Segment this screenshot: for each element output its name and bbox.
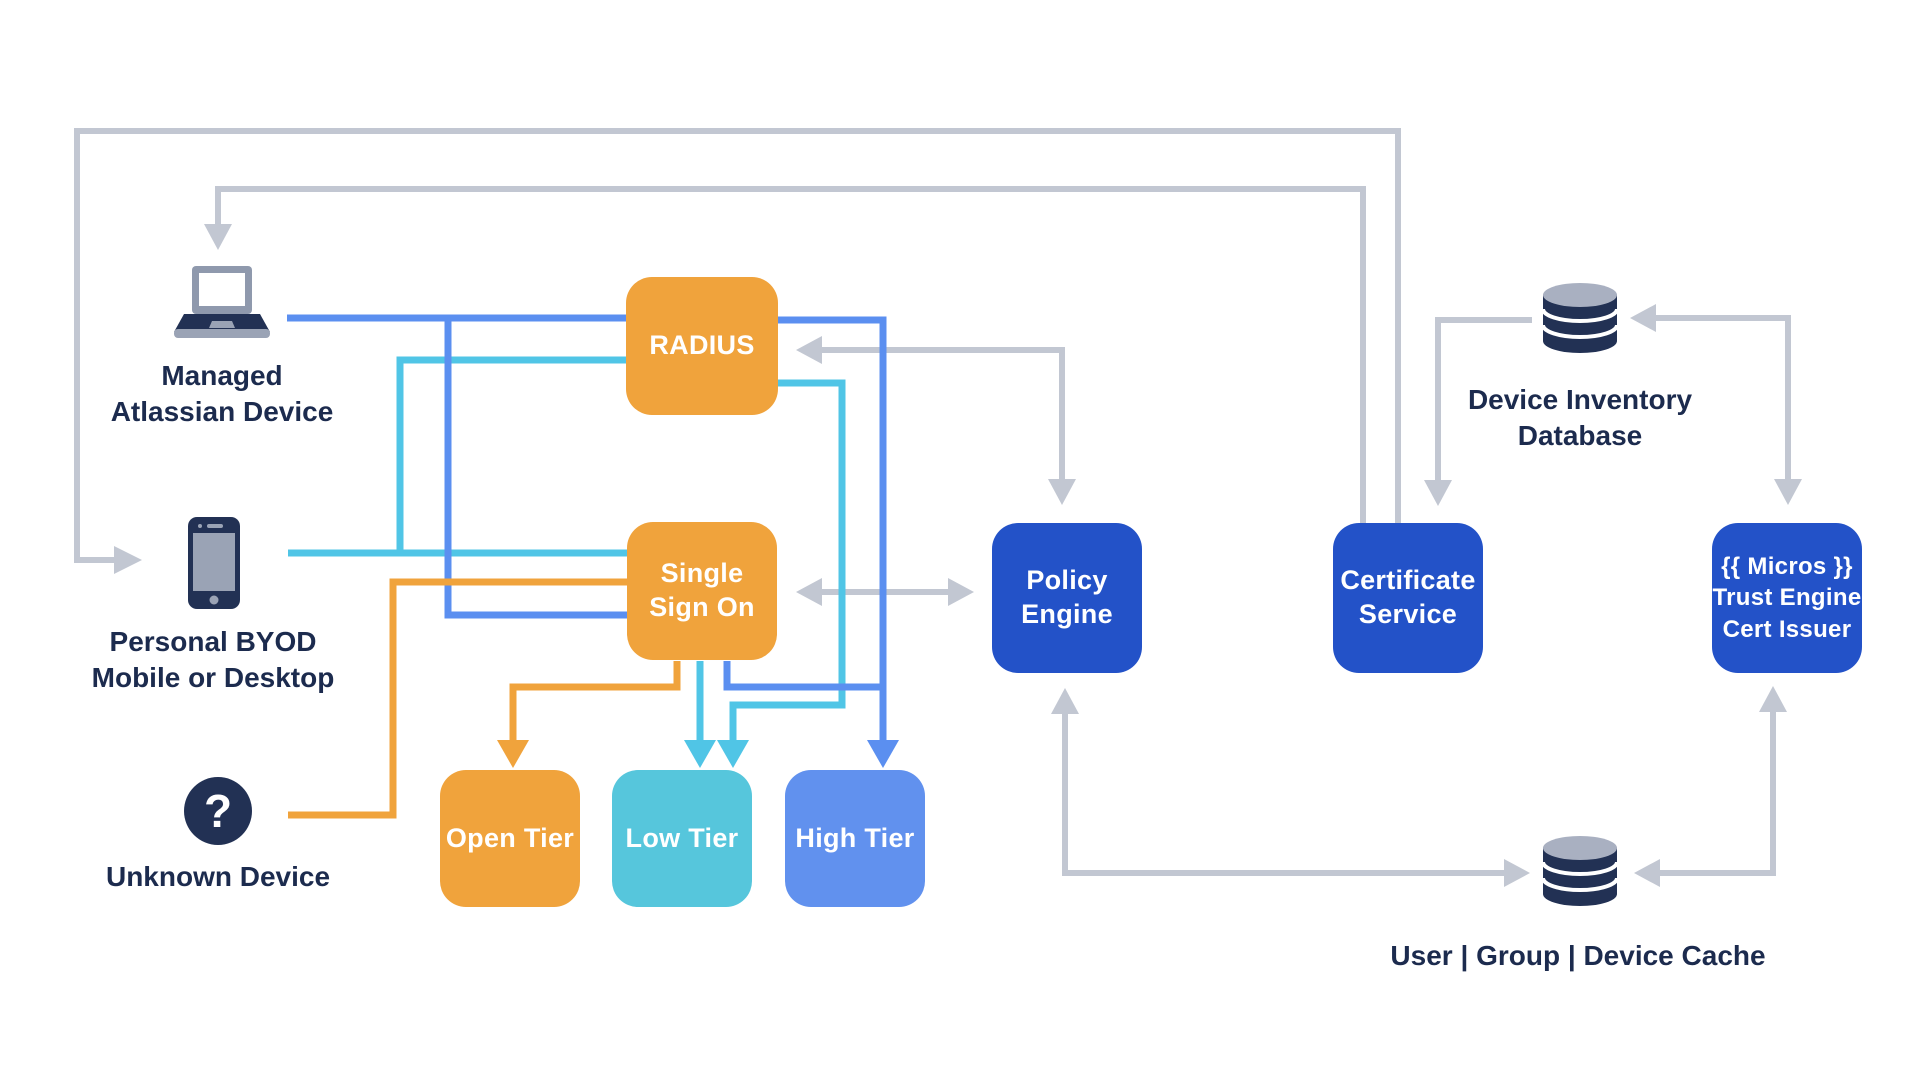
user-group-device-cache-icon bbox=[1541, 836, 1619, 906]
node-micros-label-line2: Trust Engine bbox=[1712, 584, 1862, 612]
connector-micros-inventory bbox=[1630, 304, 1802, 505]
connector-micros-cache bbox=[1634, 686, 1787, 887]
node-micros-trust-engine: {{ Micros }} Trust Engine Cert Issuer bbox=[1712, 523, 1862, 673]
connector-radius-hightier bbox=[723, 316, 899, 768]
node-low-tier: Low Tier bbox=[612, 770, 752, 907]
byod-device-label: Personal BYOD Mobile or Desktop bbox=[83, 624, 343, 696]
arrowhead-right-byod bbox=[114, 546, 142, 574]
connector-byod-radius bbox=[396, 356, 626, 553]
node-low-tier-label: Low Tier bbox=[625, 822, 739, 853]
node-high-tier: High Tier bbox=[785, 770, 925, 907]
managed-device-label-line2: Atlassian Device bbox=[110, 396, 334, 427]
connector-sso-lowtier bbox=[684, 661, 716, 768]
unknown-device-label: Unknown Device bbox=[105, 861, 331, 892]
arrowhead-up-policy bbox=[1051, 688, 1079, 714]
arrowhead-left-cache bbox=[1634, 859, 1660, 887]
arrowhead-down-opentier bbox=[497, 740, 529, 768]
inventory-label-line1: Device Inventory bbox=[1467, 384, 1693, 415]
unknown-device-icon: ? bbox=[184, 777, 252, 845]
inventory-label-line2: Database bbox=[1517, 420, 1643, 451]
connector-managed-sso bbox=[444, 318, 627, 619]
arrowhead-down-policy bbox=[1048, 479, 1076, 505]
connector-cert-to-managed bbox=[204, 186, 1366, 523]
node-policy-engine: Policy Engine bbox=[992, 523, 1142, 673]
arrowhead-right-policy bbox=[948, 578, 974, 606]
connector-radius-lowtier bbox=[717, 379, 846, 768]
connector-policy-cache bbox=[1051, 688, 1530, 887]
byod-device-label-line2: Mobile or Desktop bbox=[91, 662, 335, 693]
node-policy-label-line2: Engine bbox=[1021, 599, 1113, 629]
laptop-icon bbox=[174, 266, 270, 338]
user-group-device-cache-label: User | Group | Device Cache bbox=[1390, 940, 1766, 971]
node-policy-label-line1: Policy bbox=[1026, 565, 1108, 596]
managed-device-label: Managed Atlassian Device bbox=[92, 358, 352, 430]
arrowhead-down-lowtier-left bbox=[684, 740, 716, 768]
node-single-sign-on: Single Sign On bbox=[627, 522, 777, 660]
arrowhead-down-hightier bbox=[867, 740, 899, 768]
arrowhead-left-radius bbox=[796, 336, 822, 364]
device-inventory-database-icon bbox=[1541, 283, 1619, 353]
question-mark-glyph: ? bbox=[203, 785, 233, 837]
node-certificate-service: Certificate Service bbox=[1333, 523, 1483, 673]
node-sso-label-line1: Single bbox=[660, 558, 744, 589]
managed-device-label-line1: Managed bbox=[161, 360, 283, 391]
byod-device-label-line1: Personal BYOD bbox=[109, 626, 317, 657]
node-cert-label-line2: Service bbox=[1358, 599, 1458, 629]
connector-radius-policy bbox=[796, 336, 1076, 505]
connector-managed-radius bbox=[287, 314, 627, 619]
node-micros-label-line3: Cert Issuer bbox=[1722, 615, 1852, 643]
node-radius-label: RADIUS bbox=[649, 330, 755, 361]
arrowhead-left-inventory bbox=[1630, 304, 1656, 332]
node-radius: RADIUS bbox=[626, 277, 778, 415]
arrowhead-down-cert bbox=[1424, 480, 1452, 506]
connector-sso-opentier bbox=[497, 661, 681, 768]
arrowhead-left-sso bbox=[796, 578, 822, 606]
device-inventory-database-label: Device Inventory Database bbox=[1450, 382, 1710, 454]
connector-unknown-sso bbox=[288, 578, 627, 819]
connector-inventory-to-cert bbox=[1424, 317, 1532, 506]
node-high-tier-label: High Tier bbox=[795, 822, 915, 853]
node-sso-label-line2: Sign On bbox=[649, 592, 755, 622]
node-cert-label-line1: Certificate bbox=[1340, 565, 1476, 596]
smartphone-icon bbox=[188, 517, 240, 609]
arrowhead-right-cache bbox=[1504, 859, 1530, 887]
connector-cert-to-byod bbox=[74, 128, 1401, 574]
arrowhead-down-managed bbox=[204, 224, 232, 250]
node-open-tier-label: Open Tier bbox=[445, 822, 575, 853]
node-micros-label-line1: {{ Micros }} bbox=[1721, 553, 1853, 581]
arrowhead-up-micros bbox=[1759, 686, 1787, 712]
arrowhead-down-micros bbox=[1774, 479, 1802, 505]
connector-byod-sso bbox=[288, 356, 627, 557]
arrowhead-down-lowtier-right bbox=[717, 740, 749, 768]
connector-sso-hightier bbox=[723, 661, 883, 691]
node-open-tier: Open Tier bbox=[440, 770, 580, 907]
